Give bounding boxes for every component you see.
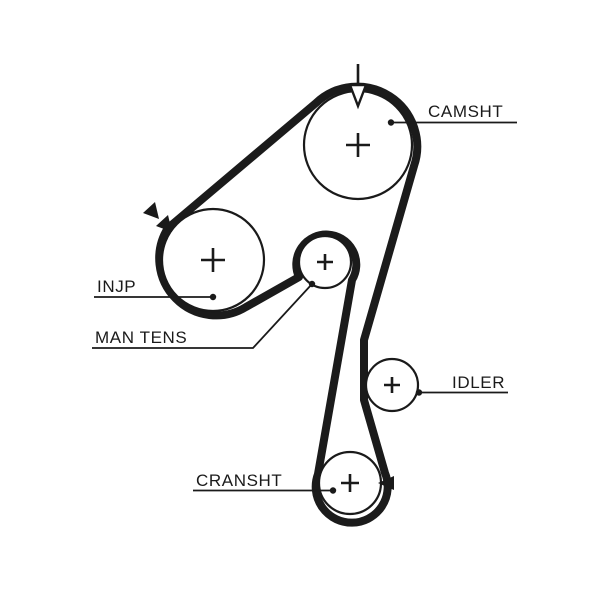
manual-tensioner-label: MAN TENS: [95, 328, 187, 347]
manual-tensioner-leader-line: [92, 283, 313, 349]
belt-direction-arrow-icon: [143, 202, 159, 219]
idler-leader-dot: [415, 389, 423, 396]
manual-tensioner-center-cross-icon: [317, 254, 333, 270]
camshaft-center-cross-icon: [346, 133, 370, 157]
camshaft-leader-dot: [387, 119, 395, 126]
crankshaft-leader-dot: [329, 487, 337, 494]
crankshaft-label: CRANSHT: [196, 471, 282, 490]
camshaft-label: CAMSHT: [428, 102, 503, 121]
injection-pump-center-cross-icon: [201, 248, 225, 272]
manual-tensioner-leader-dot: [308, 280, 316, 288]
crankshaft-center-cross-icon: [341, 474, 359, 492]
idler-center-cross-icon: [384, 377, 400, 393]
crankshaft-alignment-arrow-icon: [378, 476, 394, 490]
timing-belt: [155, 82, 422, 527]
idler-label: IDLER: [452, 373, 505, 392]
injection-pump-leader-dot: [209, 293, 217, 301]
belt-direction-arrow-icon: [156, 215, 172, 232]
camshaft-timing-notch-icon: [348, 83, 368, 110]
injection-pump-label: INJP: [97, 277, 136, 296]
